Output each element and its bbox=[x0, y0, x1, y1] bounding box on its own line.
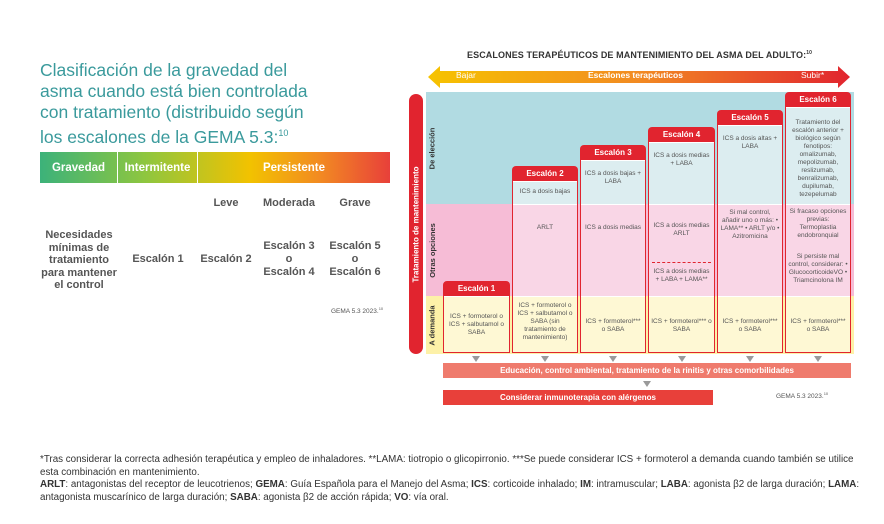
down-arrow-icon bbox=[746, 356, 754, 362]
down-arrow-icon bbox=[541, 356, 549, 362]
step-tab-1: Escalón 1 bbox=[443, 281, 510, 296]
arrow-label-bajar: Bajar bbox=[456, 70, 476, 80]
step-3-otras: ICS a dosis medias bbox=[585, 224, 641, 231]
step-column-4: ICS a dosis medias + LABA ICS a dosis me… bbox=[648, 142, 715, 353]
step-1-demanda: ICS + formoterol o ICS + salbutamol o SA… bbox=[448, 313, 505, 336]
abbreviations: ARLT: antagonistas del receptor de leuco… bbox=[40, 479, 860, 503]
maintenance-label: Tratamiento de mantenimiento bbox=[411, 165, 421, 283]
header-persistente: Persistente bbox=[262, 161, 325, 174]
step-4-otras: ICS a dosis medias ARLT bbox=[653, 222, 710, 237]
step-4-otras2: ICS a dosis medias + LABA + LAMA** bbox=[653, 268, 710, 283]
steps-arrow: Bajar Escalones terapéuticos Subir* bbox=[428, 65, 850, 89]
zone-label-eleccion: De elección bbox=[427, 127, 437, 169]
step-6-otras: Si fracaso opciones previas: Termoplasti… bbox=[789, 208, 847, 239]
right-source: GEMA 5.3 2023.10 bbox=[776, 391, 829, 401]
step-3-eleccion: ICS a dosis bajas + LABA bbox=[584, 170, 642, 185]
footnotes: *Tras considerar la correcta adhesión te… bbox=[40, 454, 860, 504]
step-4-demanda: ICS + formoterol*** o SABA bbox=[651, 318, 712, 333]
education-bar: Educación, control ambiental, tratamient… bbox=[443, 363, 851, 378]
maintenance-bar bbox=[409, 94, 423, 354]
step-4-divider bbox=[652, 262, 711, 263]
footnote-line: *Tras considerar la correcta adhesión te… bbox=[40, 454, 854, 478]
step-tab-2: Escalón 2 bbox=[512, 166, 578, 181]
subheader-moderada: Moderada bbox=[263, 197, 315, 209]
steps-title: ESCALONES TERAPÉUTICOS DE MANTENIMIENTO … bbox=[467, 50, 812, 60]
down-arrow-icon bbox=[678, 356, 686, 362]
row-label: Necesidades mínimas de tratamiento para … bbox=[41, 229, 117, 291]
value-intermitente: Escalón 1 bbox=[132, 253, 184, 265]
arrow-label-subir: Subir* bbox=[801, 70, 825, 80]
step-3-demanda: ICS + formoterol*** o SABA bbox=[585, 318, 641, 333]
left-source: GEMA 5.3 2023.10 bbox=[331, 306, 384, 316]
value-leve: Escalón 2 bbox=[200, 253, 252, 265]
header-gravedad: Gravedad bbox=[40, 152, 118, 183]
step-4-eleccion: ICS a dosis medias + LABA bbox=[653, 152, 710, 167]
step-column-6: Tratamiento del escalón anterior + bioló… bbox=[785, 107, 851, 353]
step-6-otras2: Si persiste mal control, considerar: • G… bbox=[788, 253, 848, 284]
step-column-2: ICS a dosis bajas ARLT ICS + formoterol … bbox=[512, 181, 578, 353]
step-tab-5: Escalón 5 bbox=[717, 110, 783, 125]
step-column-1: ICS + formoterol o ICS + salbutamol o SA… bbox=[443, 296, 510, 353]
step-tab-3: Escalón 3 bbox=[580, 145, 646, 160]
step-5-otras: Si mal control, añadir uno o más: • LAMA… bbox=[720, 209, 780, 240]
severity-title: Clasificación de la gravedad del asma cu… bbox=[40, 60, 308, 147]
zone-label-otras: Otras opciones bbox=[427, 222, 437, 278]
zone-label-demanda: A demanda bbox=[427, 304, 437, 346]
step-tab-4: Escalón 4 bbox=[648, 127, 715, 142]
subheader-leve: Leve bbox=[213, 197, 239, 209]
step-column-3: ICS a dosis bajas + LABA ICS a dosis med… bbox=[580, 160, 646, 353]
arrow-label-center: Escalones terapéuticos bbox=[588, 70, 683, 80]
down-arrow-icon bbox=[814, 356, 822, 362]
step-tab-6: Escalón 6 bbox=[785, 92, 851, 107]
step-2-demanda: ICS + formoterol o ICS + salbutamol o SA… bbox=[517, 302, 573, 341]
step-6-eleccion: Tratamiento del escalón anterior + bioló… bbox=[792, 119, 844, 198]
step-column-5: ICS a dosis altas + LABA Si mal control,… bbox=[717, 125, 783, 353]
step-5-eleccion: ICS a dosis altas + LABA bbox=[722, 135, 778, 150]
double-arrow-icon bbox=[428, 66, 850, 88]
step-2-otras: ARLT bbox=[536, 224, 554, 231]
header-intermitente: Intermitente bbox=[118, 152, 198, 183]
down-arrow-icon bbox=[643, 381, 651, 387]
step-2-eleccion: ICS a dosis bajas bbox=[519, 188, 571, 195]
step-5-demanda: ICS + formoterol*** o SABA bbox=[722, 318, 778, 333]
severity-header: Gravedad Intermitente Persistente bbox=[40, 152, 390, 183]
down-arrow-icon bbox=[472, 356, 480, 362]
immunotherapy-bar: Considerar inmunoterapia con alérgenos bbox=[443, 390, 713, 405]
subheader-grave: Grave bbox=[339, 197, 371, 209]
step-6-demanda: ICS + formoterol*** o SABA bbox=[790, 318, 846, 333]
down-arrow-icon bbox=[609, 356, 617, 362]
